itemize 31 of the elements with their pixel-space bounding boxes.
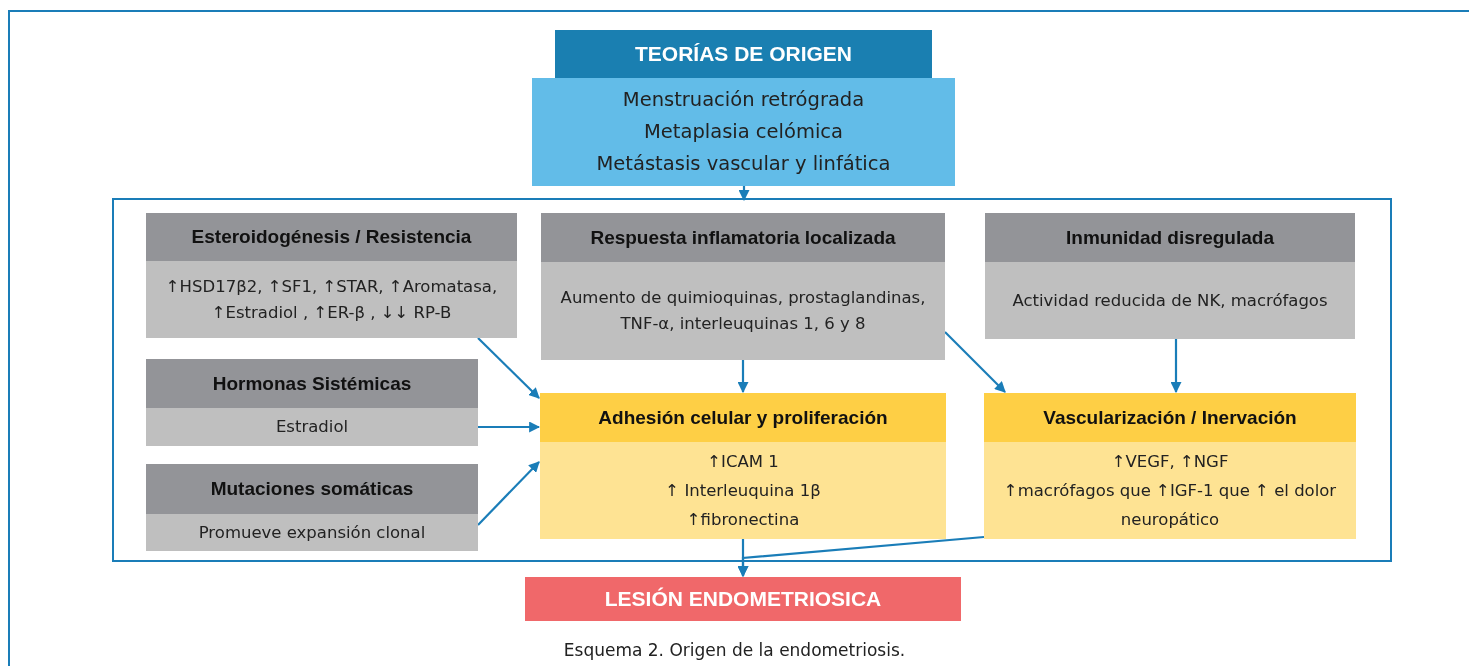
- arrow: [477, 337, 540, 399]
- body-line: ↑fibronectina: [686, 509, 800, 531]
- box-body: Aumento de quimioquinas, prostaglandinas, TNF-α, interleuquinas 1, 6 y 8: [541, 262, 945, 360]
- arrow: [477, 461, 540, 526]
- body-line: ↑VEGF, ↑NGF: [1111, 451, 1229, 473]
- box-body: Estradiol: [146, 408, 478, 446]
- heading-bar: TEORÍAS DE ORIGEN: [555, 30, 932, 78]
- heading-bar: Esteroidogénesis / Resistencia: [146, 213, 517, 261]
- body-line: ↑ICAM 1: [707, 451, 779, 473]
- theory-text: Metaplasia celómica: [643, 119, 843, 145]
- heading-bar: Respuesta inflamatoria localizada: [541, 213, 945, 262]
- box-body: ↑HSD17β2, ↑SF1, ↑STAR, ↑Aromatasa, ↑Estradiol , ↑ER-β , ↓↓ RP-B: [146, 261, 517, 338]
- box-body: Promueve expansión clonal: [146, 514, 478, 551]
- heading-bar: Vascularización / Inervación: [984, 393, 1356, 442]
- heading-bar: Hormonas Sistémicas: [146, 359, 478, 408]
- arrow: [1170, 339, 1182, 394]
- arrow: [944, 331, 1006, 393]
- heading-bar: Mutaciones somáticas: [146, 464, 478, 514]
- result-box: LESIÓN ENDOMETRIOSICA: [525, 577, 961, 621]
- group-frame: [112, 198, 1392, 562]
- box-body: Actividad reducida de NK, macrófagos: [985, 262, 1355, 339]
- theory-text: Menstruación retrógrada: [622, 87, 865, 113]
- heading-bar: Adhesión celular y proliferación: [540, 393, 946, 442]
- body-line: ↑ Interleuquina 1β: [665, 480, 821, 502]
- heading-bar: Inmunidad disregulada: [985, 213, 1355, 262]
- arrow: [478, 421, 541, 433]
- caption: Esquema 2. Origen de la endometriosis.: [562, 640, 907, 660]
- arrow: [737, 360, 749, 394]
- arrow: [737, 535, 985, 578]
- body-line: ↑macrófagos que ↑IGF-1 que ↑ el dolor neuropático: [1002, 480, 1338, 531]
- theory-text: Metástasis vascular y linfática: [596, 151, 891, 177]
